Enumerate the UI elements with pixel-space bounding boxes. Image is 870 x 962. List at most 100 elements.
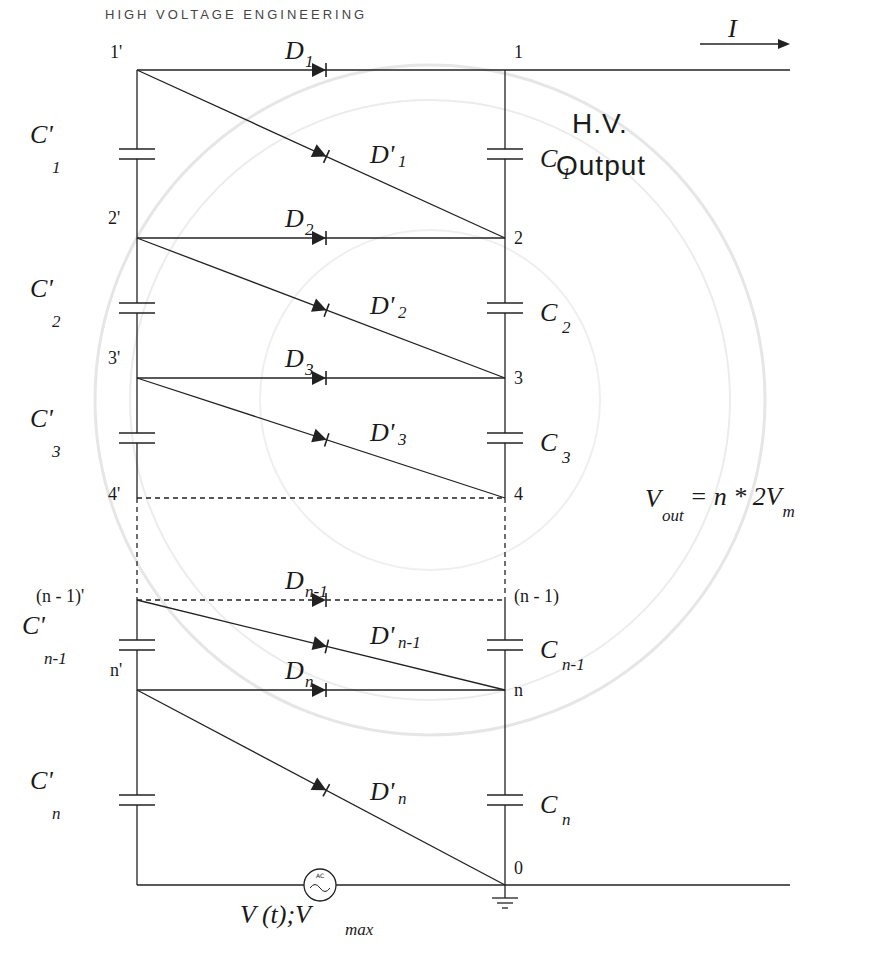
arrow-head <box>778 39 790 49</box>
wire <box>505 884 790 885</box>
subscript: n <box>305 672 314 692</box>
capacitor-plate <box>119 312 155 313</box>
diode-triangle <box>311 429 329 447</box>
diode-label: D' <box>370 621 394 651</box>
capacitor-plate <box>487 442 523 443</box>
subscript: 1 <box>305 52 314 72</box>
subscript: n-1 <box>562 655 585 675</box>
capacitor-plate <box>487 302 523 303</box>
capacitor-label: C <box>540 428 557 458</box>
diode-bar <box>325 63 327 77</box>
subscript: 1 <box>562 164 571 184</box>
capacitor-plate <box>487 148 523 149</box>
ground-symbol <box>502 907 508 908</box>
diode-wire <box>137 600 505 690</box>
subscript: n-1 <box>305 582 328 602</box>
subscript: m <box>783 502 795 522</box>
seal-outline <box>260 230 600 570</box>
node-label: 2' <box>108 208 120 229</box>
capacitor-plate <box>487 312 523 313</box>
page-header: HIGH VOLTAGE ENGINEERING <box>105 8 367 23</box>
node-label: (n - 1) <box>514 586 559 607</box>
wire <box>136 313 137 433</box>
ground-wire <box>504 885 505 898</box>
diode-symbol <box>312 63 326 77</box>
seal-outline <box>130 100 730 700</box>
diode-bar <box>323 784 330 796</box>
node-label: 4' <box>108 484 120 505</box>
subscript: 3 <box>52 442 61 462</box>
subscript: 2 <box>52 312 61 332</box>
subscript: 2 <box>562 318 571 338</box>
capacitor-label: C <box>540 298 557 328</box>
wire <box>136 600 137 640</box>
diode-wire <box>137 690 505 885</box>
diode-bar <box>325 640 328 654</box>
sine-wave <box>310 885 330 892</box>
ac-source <box>304 869 336 901</box>
subscript: n <box>52 804 61 824</box>
diode-label: D <box>285 36 304 66</box>
source-voltage: V (t);V <box>240 900 311 930</box>
node-label: n <box>514 680 523 701</box>
capacitor-plate <box>119 442 155 443</box>
node-label: 2 <box>514 228 523 249</box>
node-label: 1' <box>110 42 122 63</box>
node-label: n' <box>110 660 122 681</box>
diode-symbol <box>311 429 329 447</box>
diode-wire <box>137 378 505 498</box>
wire <box>504 600 505 640</box>
capacitor-plate <box>487 639 523 640</box>
subscript: 1 <box>398 152 407 172</box>
subscript: 3 <box>562 448 571 468</box>
diode-triangle <box>312 683 326 697</box>
current-label: I <box>728 14 737 44</box>
capacitor-plate <box>487 649 523 650</box>
ground-symbol <box>497 902 513 903</box>
current-arrow <box>700 43 782 44</box>
wire <box>504 443 505 498</box>
capacitor-plate <box>119 649 155 650</box>
diode-triangle <box>312 636 329 653</box>
wire <box>504 650 505 795</box>
capacitor-plate <box>119 158 155 159</box>
capacitor-label: C <box>540 635 557 665</box>
capacitor-plate <box>119 804 155 805</box>
diode-label: D' <box>370 140 394 170</box>
diode-label: D <box>285 566 304 596</box>
dashed-wire <box>504 498 505 600</box>
diode-triangle <box>311 778 330 797</box>
capacitor-plate <box>119 302 155 303</box>
wire <box>136 805 137 885</box>
capacitor-label: C' <box>22 611 45 641</box>
diode-label: D <box>285 344 304 374</box>
diode-bar <box>325 433 329 446</box>
subscript: n <box>562 810 571 830</box>
wire <box>504 159 505 303</box>
diode-symbol <box>311 144 330 163</box>
diode-bar <box>324 150 330 163</box>
diode-bar <box>325 683 327 697</box>
diode-symbol <box>311 299 329 317</box>
subscript: 2 <box>398 303 407 323</box>
node-label: (n - 1)' <box>36 586 84 607</box>
wire <box>137 884 304 885</box>
capacitor-plate <box>487 432 523 433</box>
subscript: n-1 <box>398 633 421 653</box>
capacitor-label: C' <box>30 404 53 434</box>
capacitor-plate <box>487 804 523 805</box>
source-label: AC <box>316 873 324 880</box>
diode-label: D' <box>370 291 394 321</box>
capacitor-label: C <box>540 144 557 174</box>
diode-label: D' <box>370 418 394 448</box>
output-label: H.V. <box>572 108 628 140</box>
diode-triangle <box>312 371 326 385</box>
wire <box>136 443 137 498</box>
subscript: n-1 <box>44 649 67 669</box>
capacitor-label: C' <box>30 766 53 796</box>
wire <box>504 70 505 149</box>
diode-wire <box>137 238 505 378</box>
capacitor-label: C <box>540 790 557 820</box>
